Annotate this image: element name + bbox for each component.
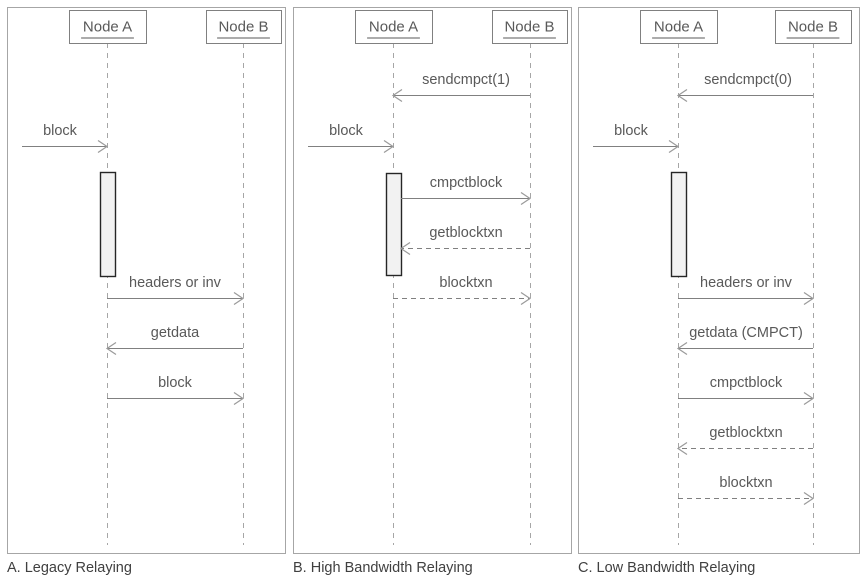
participant-label: Node B bbox=[504, 18, 554, 35]
panel-frame bbox=[7, 7, 286, 554]
message-label: block bbox=[158, 375, 193, 391]
participant-label: Node A bbox=[654, 18, 703, 35]
message-block: block bbox=[593, 123, 680, 153]
activation-bar bbox=[670, 171, 688, 278]
message-label: blocktxn bbox=[439, 275, 492, 291]
message-label: blocktxn bbox=[719, 475, 772, 491]
message-label: getdata (CMPCT) bbox=[689, 325, 803, 341]
message-arrowhead bbox=[676, 89, 688, 102]
message-arrowhead bbox=[383, 140, 395, 153]
message-arrowhead bbox=[676, 442, 688, 455]
panels-layer: block headers or inv getdata block Node A Nod… bbox=[7, 7, 860, 576]
message-label: cmpctblock bbox=[710, 375, 783, 391]
message-label: block bbox=[43, 123, 78, 139]
participant-node-a[interactable]: Node A bbox=[355, 10, 433, 44]
participant-node-a[interactable]: Node A bbox=[640, 10, 718, 44]
message-label: getdata bbox=[151, 325, 200, 341]
message-getdata-cmpct: getdata (CMPCT) bbox=[676, 325, 813, 355]
message-arrowhead bbox=[97, 140, 109, 153]
message-getblocktxn: getblocktxn bbox=[399, 225, 530, 255]
participant-label: Node A bbox=[369, 18, 418, 35]
message-blocktxn: blocktxn bbox=[678, 475, 815, 505]
panel-frame bbox=[293, 7, 572, 554]
message-block: block bbox=[22, 123, 109, 153]
participant-label: Node B bbox=[788, 18, 838, 35]
panel-caption: A. Legacy Relaying bbox=[7, 560, 132, 576]
message-block: block bbox=[107, 375, 245, 405]
message-arrowhead bbox=[520, 192, 532, 205]
message-sendcmpct-0: sendcmpct(0) bbox=[676, 72, 813, 102]
message-sendcmpct-1: sendcmpct(1) bbox=[391, 72, 530, 102]
message-cmpctblock: cmpctblock bbox=[678, 375, 815, 405]
message-arrowhead bbox=[803, 492, 815, 505]
message-label: sendcmpct(0) bbox=[704, 72, 792, 88]
message-arrowhead bbox=[668, 140, 680, 153]
message-label: cmpctblock bbox=[430, 175, 503, 191]
message-label: getblocktxn bbox=[429, 225, 502, 241]
message-arrowhead bbox=[399, 242, 411, 255]
message-cmpctblock: cmpctblock bbox=[401, 175, 532, 205]
message-arrowhead bbox=[803, 292, 815, 305]
message-blocktxn: blocktxn bbox=[393, 275, 532, 305]
message-label: block bbox=[614, 123, 649, 139]
message-getdata: getdata bbox=[105, 325, 243, 355]
message-label: block bbox=[329, 123, 364, 139]
message-label: headers or inv bbox=[129, 275, 222, 291]
panel-a: block headers or inv getdata block Node A Nod… bbox=[7, 7, 286, 576]
panel-c: sendcmpct(0) block headers or inv getdata (… bbox=[578, 7, 860, 576]
activation-bar bbox=[99, 171, 117, 278]
participant-label: Node A bbox=[83, 18, 132, 35]
participant-node-b[interactable]: Node B bbox=[206, 10, 282, 44]
panel-caption: C. Low Bandwidth Relaying bbox=[578, 560, 755, 576]
participant-label: Node B bbox=[218, 18, 268, 35]
message-headers-or-inv: headers or inv bbox=[107, 275, 245, 305]
message-arrowhead bbox=[676, 342, 688, 355]
message-arrowhead bbox=[391, 89, 403, 102]
message-arrowhead bbox=[520, 292, 532, 305]
panel-b: sendcmpct(1) block cmpctblock getblocktxn bl… bbox=[293, 7, 572, 576]
message-label: sendcmpct(1) bbox=[422, 72, 510, 88]
message-getblocktxn: getblocktxn bbox=[676, 425, 813, 455]
panel-caption: B. High Bandwidth Relaying bbox=[293, 560, 473, 576]
message-arrowhead bbox=[105, 342, 117, 355]
activation-bar bbox=[385, 172, 403, 277]
participant-node-b[interactable]: Node B bbox=[775, 10, 852, 44]
message-label: headers or inv bbox=[700, 275, 793, 291]
message-arrowhead bbox=[233, 392, 245, 405]
panel-frame bbox=[578, 7, 860, 554]
message-label: getblocktxn bbox=[709, 425, 782, 441]
message-arrowhead bbox=[803, 392, 815, 405]
message-headers-or-inv: headers or inv bbox=[678, 275, 815, 305]
message-arrowhead bbox=[233, 292, 245, 305]
participant-node-b[interactable]: Node B bbox=[492, 10, 568, 44]
message-block: block bbox=[308, 123, 395, 153]
participant-node-a[interactable]: Node A bbox=[69, 10, 147, 44]
